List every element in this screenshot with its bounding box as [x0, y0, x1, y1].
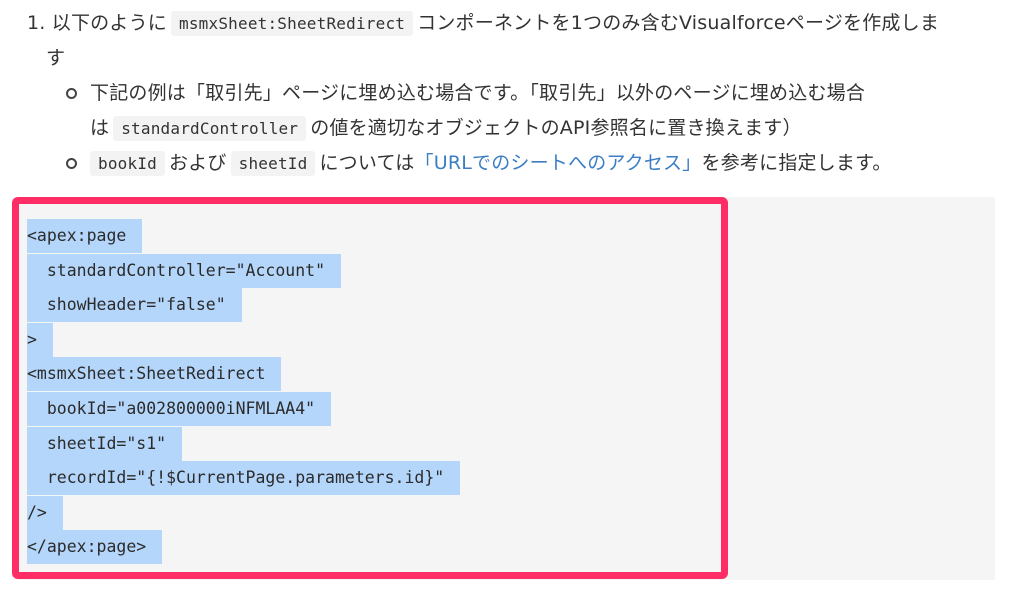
code-line-text: </apex:page> [27, 530, 163, 565]
standard-controller-inline-code: standardController [113, 116, 307, 141]
code-line: bookId="a002800000iNFMLAA4" [27, 391, 460, 427]
step-number: 1. [27, 12, 46, 34]
step-text-after: コンポーネントを1つのみ含むVisualforceページを作成しま [417, 12, 940, 34]
code-line-text: <apex:page [27, 219, 143, 253]
code-line: recordId="{!$CurrentPage.parameters.id}" [27, 461, 461, 496]
step-text-before: 以下のように [51, 12, 167, 34]
code-line-text: <msmxSheet:SheetRedirect [27, 357, 282, 392]
url-sheet-access-link[interactable]: 「URLでのシートへのアクセス」 [414, 152, 702, 174]
step-line-wrap: す [46, 42, 65, 74]
code-line-text: /> [27, 495, 63, 530]
code-line: /> [27, 495, 460, 531]
code-line: > [27, 322, 460, 358]
code-line-text: recordId="{!$CurrentPage.parameters.id}" [27, 461, 461, 496]
bullet-2-mid-text: および [169, 152, 227, 174]
code-line: </apex:page> [27, 530, 460, 565]
code-line-text: sheetId="s1" [27, 426, 183, 461]
highlight-box [12, 197, 728, 579]
code-line: standardController="Account" [27, 253, 460, 289]
bullet-1-text-before: は [90, 117, 110, 139]
code-line: showHeader="false" [27, 288, 460, 323]
sheet-id-inline-code: sheetId [230, 151, 316, 176]
component-inline-code: msmxSheet:SheetRedirect [170, 11, 414, 36]
bullet-2-text-after-link: を参考に指定します。 [701, 152, 892, 174]
bullet-1-text-after: の値を適切なオブジェクトのAPI参照名に置き換えます） [310, 117, 802, 139]
step-text-wrap: す [46, 47, 66, 69]
code-line-text: > [27, 322, 53, 357]
code-line-text: bookId="a002800000iNFMLAA4" [27, 391, 332, 426]
code-block[interactable]: <apex:page standardController="Account" … [27, 219, 461, 565]
bullet-1-line-1: 下記の例は「取引先」ページに埋め込む場合です。「取引先」以外のページに埋め込む場… [90, 77, 865, 109]
code-line-text: showHeader="false" [27, 288, 242, 323]
bullet-circle-icon [66, 158, 77, 169]
book-id-inline-code: bookId [90, 151, 165, 176]
bullet-circle-icon [66, 88, 77, 99]
code-line: sheetId="s1" [27, 426, 460, 462]
code-line-text: standardController="Account" [27, 253, 342, 288]
code-line: <msmxSheet:SheetRedirect [27, 357, 460, 392]
bullet-2-text-before-link: については [319, 152, 415, 174]
bullet-1-text: 下記の例は「取引先」ページに埋め込む場合です。「取引先」以外のページに埋め込む場… [90, 82, 866, 104]
code-line: <apex:page [27, 219, 460, 254]
